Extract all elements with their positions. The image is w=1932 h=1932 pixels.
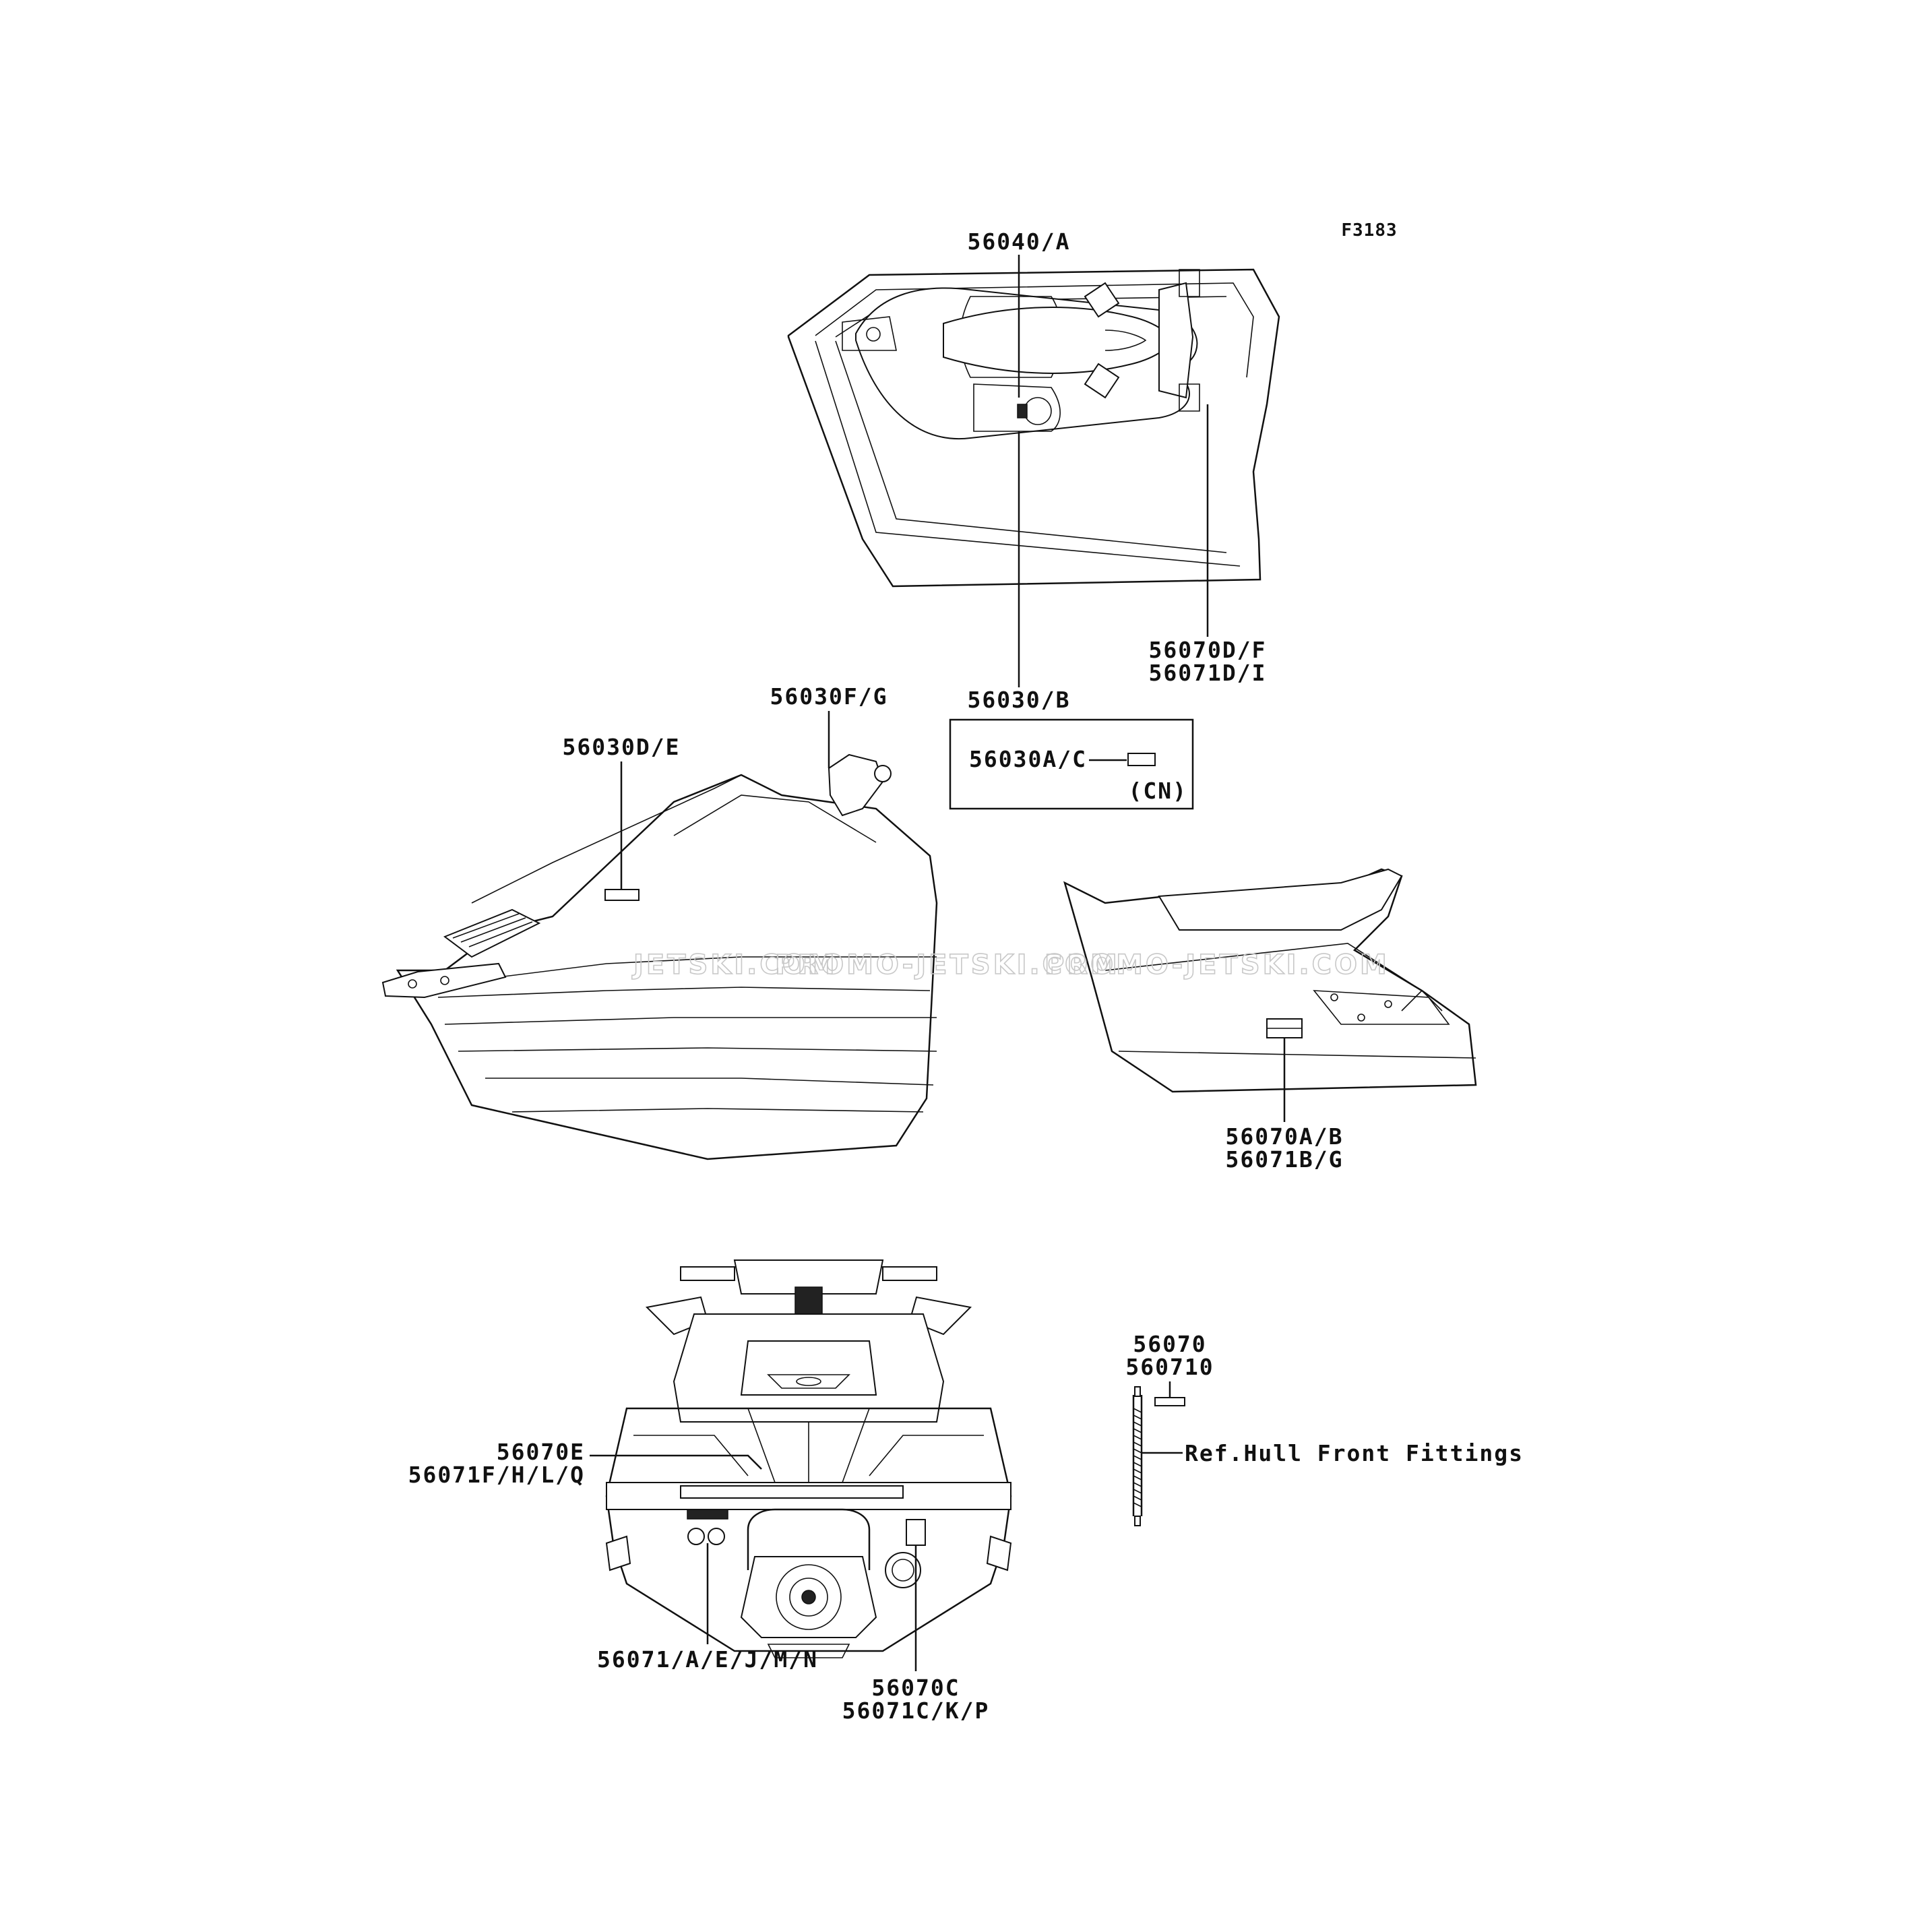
label-56030f-g: 56030F/G: [770, 683, 888, 710]
hull-front-fittings-icon: [1132, 1386, 1143, 1526]
label-56070e: 56070E: [497, 1439, 585, 1465]
decal-56030a-c: [1127, 753, 1156, 766]
watermark-b: PROMO-JETSKI.COM: [775, 949, 1120, 980]
watermark-a: JETSKI.COM: [631, 949, 838, 980]
label-56030d-e: 56030D/E: [563, 734, 681, 760]
label-56071c-k-p: 56071C/K/P: [842, 1697, 990, 1724]
diagram-code: F3183: [1341, 220, 1397, 241]
side-view-front-illustration: [381, 753, 938, 1160]
label-56070d-f: 56070D/F: [1149, 637, 1267, 663]
label-56030a-c: 56030A/C: [969, 746, 1087, 772]
decal-56030d-e: [604, 889, 640, 901]
label-56071b-g: 56071B/G: [1226, 1146, 1344, 1173]
label-56070: 56070: [1133, 1331, 1206, 1357]
label-56071f-h-l-q: 56071F/H/L/Q: [408, 1462, 585, 1488]
decal-56070-ref: [1154, 1397, 1185, 1406]
label-cn-region: (CN): [1129, 778, 1187, 804]
label-560710: 560710: [1125, 1354, 1214, 1380]
label-ref-hull-front-fittings: Ref.Hull Front Fittings: [1185, 1440, 1524, 1466]
top-view-illustration: [787, 268, 1280, 588]
leader-56070e: [590, 1454, 762, 1470]
watermark-c: PROMO-JETSKI.COM: [1045, 949, 1390, 980]
side-view-rear-illustration: [1063, 868, 1477, 1093]
rear-view-illustration: [605, 1259, 1012, 1658]
label-56071d-i: 56071D/I: [1149, 660, 1267, 686]
label-56040-a: 56040/A: [967, 228, 1070, 255]
decal-56070c: [906, 1519, 926, 1546]
cn-inset-box: 56030A/C (CN): [949, 718, 1194, 810]
decal-56071-rear: [687, 1509, 728, 1520]
label-56030-b: 56030/B: [967, 687, 1070, 713]
label-56071-a-e-j-m-n: 56071/A/E/J/M/N: [597, 1646, 818, 1673]
label-56070c: 56070C: [871, 1675, 960, 1701]
label-56070a-b: 56070A/B: [1226, 1123, 1344, 1150]
